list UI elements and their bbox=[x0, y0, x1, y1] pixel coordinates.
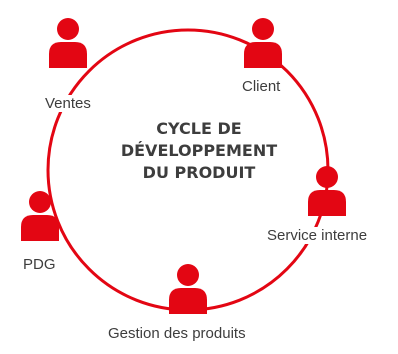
person-icon bbox=[308, 166, 346, 216]
node-icon-gestion-des-produits bbox=[169, 264, 207, 314]
person-icon bbox=[244, 18, 282, 68]
diagram-title: CYCLE DE DÉVELOPPEMENT DU PRODUIT bbox=[99, 118, 299, 184]
node-label-ventes: Ventes bbox=[43, 95, 93, 112]
person-icon bbox=[21, 191, 59, 241]
person-icon bbox=[49, 18, 87, 68]
person-icon bbox=[169, 264, 207, 314]
node-icon-ventes bbox=[49, 18, 87, 68]
node-label-client: Client bbox=[240, 78, 283, 95]
node-label-gestion-des-produits: Gestion des produits bbox=[106, 325, 248, 342]
node-label-service-interne: Service interne bbox=[265, 227, 370, 244]
diagram-title-line-1: CYCLE DE bbox=[156, 119, 242, 138]
node-icon-service-interne bbox=[308, 166, 346, 216]
node-icon-client bbox=[244, 18, 282, 68]
diagram-title-line-2: DÉVELOPPEMENT bbox=[120, 141, 278, 160]
diagram-title-line-3: DU PRODUIT bbox=[142, 163, 256, 182]
node-icon-pdg bbox=[21, 191, 59, 241]
node-label-pdg: PDG bbox=[21, 256, 58, 273]
